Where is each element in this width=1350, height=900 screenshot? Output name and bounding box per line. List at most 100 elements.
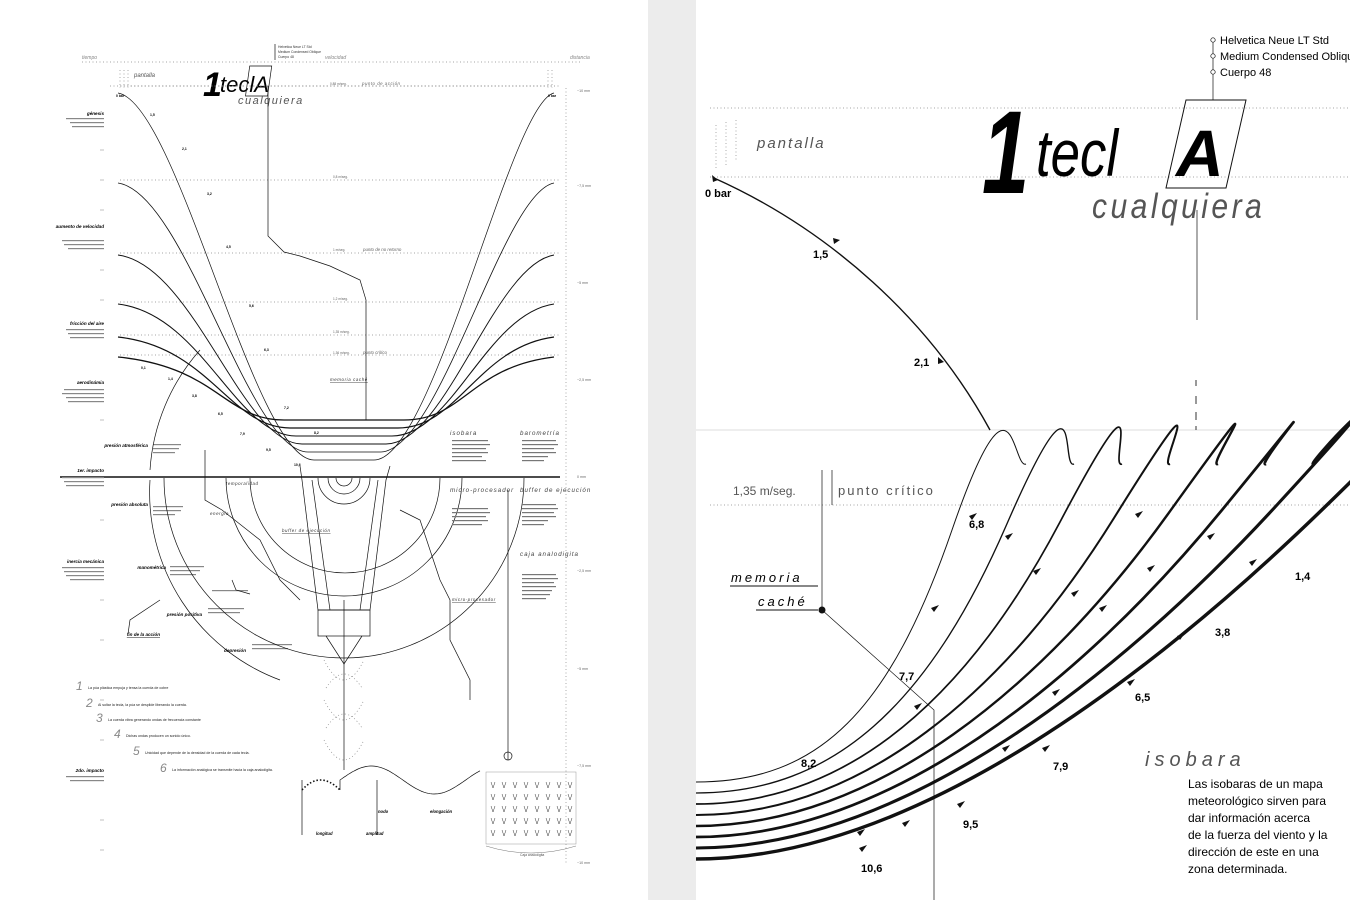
svg-text:0,88 m/seg.: 0,88 m/seg. <box>330 82 347 86</box>
zoom-curve-labels: 6,8 7,7 8,2 1,4 3,8 6,5 7,9 9,5 10,6 <box>801 519 1311 875</box>
isobar-line <box>695 420 1295 839</box>
string-wave <box>339 765 481 795</box>
step-number: 5 <box>133 744 140 758</box>
svg-text:memoria caché: memoria caché <box>330 377 368 382</box>
zoom-isobar-arc <box>713 177 991 431</box>
isobar-line <box>695 422 1237 828</box>
svg-text:0 bar: 0 bar <box>116 94 125 98</box>
step-number: 6 <box>160 761 167 775</box>
svg-text:9,5: 9,5 <box>266 448 271 452</box>
svg-text:caja analodigita: caja analodigita <box>520 551 579 558</box>
svg-text:6,3: 6,3 <box>264 348 269 352</box>
svg-text:buffer de ejecución: buffer de ejecución <box>282 528 331 533</box>
pantalla-label: pantalla <box>110 70 555 88</box>
poster-right-fine-text <box>452 440 558 600</box>
pressure-1-5: 1,5 <box>813 249 828 261</box>
svg-text:2,1: 2,1 <box>182 147 187 151</box>
svg-text:9,5: 9,5 <box>963 819 978 831</box>
flow-arrow <box>902 820 910 827</box>
isobar-curve <box>117 303 555 437</box>
zoom-pantalla: pantalla <box>715 120 824 170</box>
svg-text:~7,5 mm: ~7,5 mm <box>577 764 591 768</box>
flow-arrow <box>1177 633 1185 640</box>
zoom-title-panel: Helvetica Neue LT Std Medium Condensed O… <box>696 35 1350 431</box>
svg-text:longitud: longitud <box>316 831 333 836</box>
svg-text:energía: energía <box>210 511 229 516</box>
svg-text:1: 1 <box>203 66 222 104</box>
svg-text:pantalla: pantalla <box>133 73 156 79</box>
isobar-curves <box>117 92 555 461</box>
svg-text:depresión: depresión <box>224 648 246 653</box>
step-number: 4 <box>114 727 121 741</box>
svg-text:A: A <box>1174 116 1224 190</box>
svg-text:5,6: 5,6 <box>249 304 254 308</box>
flow-arrow <box>1135 511 1143 518</box>
svg-text:3,8: 3,8 <box>192 394 197 398</box>
memoria-cache: memoria caché <box>730 570 826 614</box>
svg-text:presión absoluta: presión absoluta <box>110 502 148 507</box>
step-number: 2 <box>85 696 93 710</box>
svg-text:inercia mecánica: inercia mecánica <box>67 559 104 564</box>
svg-text:1,4: 1,4 <box>1295 571 1311 583</box>
pressure-2-1: 2,1 <box>914 357 929 369</box>
flow-arrow <box>914 703 922 710</box>
svg-text:teclA: teclA <box>220 72 269 97</box>
svg-text:1,36 m/seg.: 1,36 m/seg. <box>333 351 350 355</box>
caja-caption: Caja analodigita <box>520 853 544 857</box>
svg-text:isobara: isobara <box>450 430 477 437</box>
svg-text:2do. impacto: 2do. impacto <box>75 768 105 773</box>
svg-text:Cuerpo 48: Cuerpo 48 <box>1220 67 1271 79</box>
svg-text:7,9: 7,9 <box>1053 761 1068 773</box>
svg-text:0,1: 0,1 <box>141 366 146 370</box>
svg-text:~2,5 mm: ~2,5 mm <box>577 569 591 573</box>
isobar-curve <box>117 356 555 421</box>
flow-arrow <box>859 845 867 852</box>
zoom-isobar-panel: 1,35 m/seg. punto crítico memoria caché … <box>695 420 1350 900</box>
svg-text:cualquiera: cualquiera <box>1092 186 1265 226</box>
svg-text:punto de no retorno: punto de no retorno <box>362 247 402 252</box>
svg-text:6,5: 6,5 <box>1135 692 1150 704</box>
analodigita-grid <box>485 771 577 854</box>
zoom-title: 1 tecl A cualquiera <box>982 86 1265 226</box>
svg-text:~5 mm: ~5 mm <box>577 667 588 671</box>
step-text: La cuerda vibra generando ondas de frecu… <box>108 718 201 722</box>
svg-text:Las isobaras de un mapa: Las isobaras de un mapa <box>1188 777 1323 791</box>
svg-text:1,2 m/seg.: 1,2 m/seg. <box>333 297 348 301</box>
isobar-curve <box>117 92 555 461</box>
svg-text:aerodinámia: aerodinámia <box>77 380 105 385</box>
svg-text:presión positiva: presión positiva <box>166 612 203 617</box>
svg-text:aumento de velocidad: aumento de velocidad <box>56 224 104 229</box>
zero-bar-label: 0 bar <box>705 188 732 200</box>
step-text: Unicidad que depende de la densidad de l… <box>145 751 250 755</box>
svg-text:memoria: memoria <box>731 570 803 585</box>
flow-arrow <box>931 605 939 612</box>
svg-text:~5 mm: ~5 mm <box>577 281 588 285</box>
svg-text:buffer de ejecución: buffer de ejecución <box>520 487 591 494</box>
svg-text:Medium Condensed Oblique: Medium Condensed Oblique <box>1220 51 1350 63</box>
svg-text:8,2: 8,2 <box>801 758 816 770</box>
svg-text:isobara: isobara <box>1145 749 1246 771</box>
infographic-poster: tiempo velocidad distancia Helvetica Neu… <box>56 44 591 865</box>
svg-text:0,8 m/seg.: 0,8 m/seg. <box>333 175 348 179</box>
svg-text:presión atmosférica: presión atmosférica <box>103 443 148 448</box>
svg-text:6,5: 6,5 <box>218 412 223 416</box>
wave-dotted <box>301 779 341 791</box>
svg-text:1,5: 1,5 <box>150 113 155 117</box>
svg-text:~7,5 mm: ~7,5 mm <box>577 184 591 188</box>
svg-text:micro-procesador: micro-procesador <box>452 597 496 602</box>
punto-critico-label: punto crítico <box>838 483 935 498</box>
svg-text:tecl: tecl <box>1036 116 1120 190</box>
speed-label: 1,35 m/seg. <box>733 484 796 498</box>
step-text: La púa plástica empuja y tensa la cuerda… <box>88 686 168 690</box>
svg-text:nodo: nodo <box>378 809 389 814</box>
isobar-curve <box>117 336 555 429</box>
svg-text:fricción del aire: fricción del aire <box>70 321 104 326</box>
svg-text:3,2: 3,2 <box>207 192 212 196</box>
svg-text:~10 mm: ~10 mm <box>577 861 590 865</box>
svg-text:amplitud: amplitud <box>366 831 384 836</box>
isobar-line <box>695 426 1123 805</box>
svg-text:micro-procesador: micro-procesador <box>450 487 514 494</box>
left-margin-ticks <box>100 149 104 851</box>
speed-levels: 0,88 m/seg. punto de acción 0,8 m/seg. 1… <box>120 81 560 356</box>
